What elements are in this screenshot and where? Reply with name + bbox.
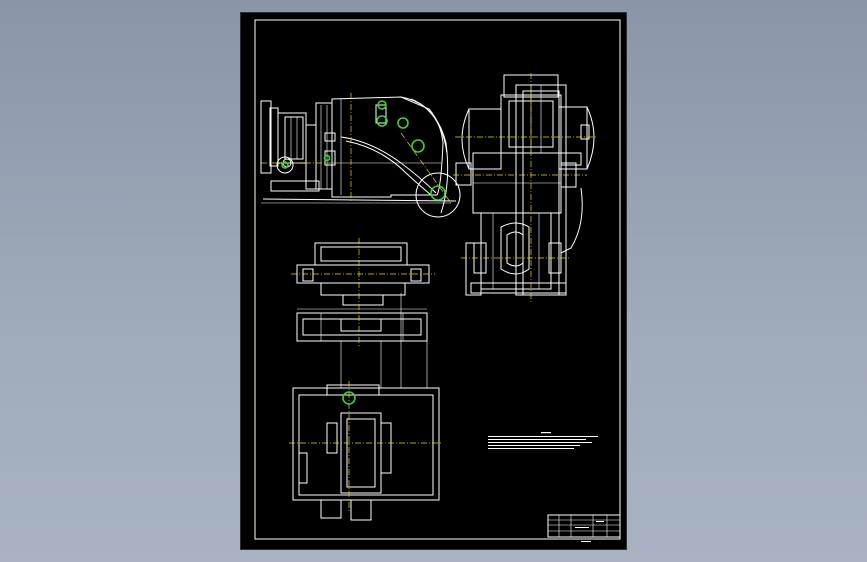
plan-view — [291, 238, 435, 348]
cad-drawing — [254, 19, 621, 542]
drawing-border — [254, 19, 621, 540]
lower-elevation-holes — [342, 391, 356, 405]
side-view — [453, 73, 597, 303]
lower-elevation-view — [289, 293, 441, 521]
technical-notes — [488, 432, 598, 449]
drawing-sheet — [241, 13, 626, 549]
bolt-hole-icon — [377, 100, 387, 110]
front-elevation-view — [260, 93, 461, 218]
title-block — [547, 514, 621, 542]
front-elevation-holes — [281, 100, 446, 201]
